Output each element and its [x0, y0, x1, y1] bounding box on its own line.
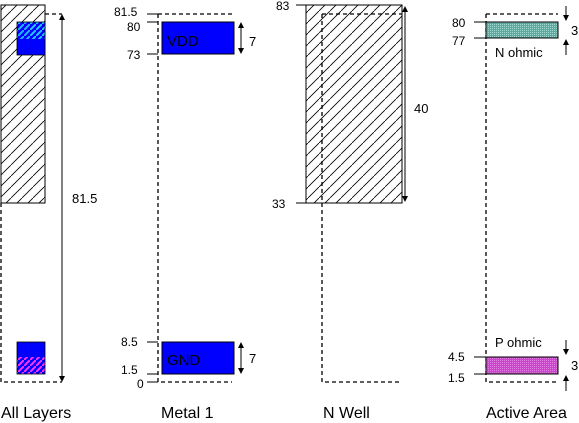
all-n-ohmic-edge [17, 22, 45, 39]
metal1-vdd-label: VDD [167, 33, 199, 50]
metal1-tick-8-5: 8.5 [121, 335, 138, 349]
panel-nwell: 83 33 40 N Well [272, 0, 428, 422]
metal1-tick-80: 80 [127, 20, 141, 34]
active-p-ohmic-label: P ohmic [495, 335, 542, 350]
metal1-vdd-height: 7 [249, 34, 256, 49]
metal1-tick-73: 73 [127, 48, 141, 62]
nwell-height: 40 [414, 101, 428, 116]
all-height-label: 81.5 [72, 191, 97, 206]
nwell-tick-83: 83 [276, 0, 290, 13]
all-cell-outline [0, 13, 62, 383]
active-p-height: 3 [571, 358, 578, 373]
nwell-region [305, 4, 403, 204]
nwell-tick-33: 33 [272, 197, 286, 211]
panel-all-layers: 81.5 All Layers [0, 4, 97, 422]
active-tick-80: 80 [452, 16, 466, 30]
active-n-height: 3 [571, 23, 578, 38]
caption-metal1: Metal 1 [161, 405, 214, 422]
panel-metal1: 81.5 80 73 8.5 1.5 0 VDD GND 7 7 Metal 1 [114, 5, 256, 422]
metal1-gnd-rail [161, 341, 235, 375]
metal1-tick-0: 0 [137, 377, 144, 391]
active-tick-1-5: 1.5 [448, 371, 465, 385]
metal1-vdd-rail [161, 21, 235, 55]
metal1-tick-1-5: 1.5 [121, 363, 138, 377]
active-tick-4-5: 4.5 [448, 350, 465, 364]
metal1-tick-81-5: 81.5 [114, 5, 138, 19]
active-p-ohmic [485, 356, 559, 375]
active-n-ohmic-label: N ohmic [495, 45, 543, 60]
caption-nwell: N Well [323, 405, 370, 422]
active-n-ohmic [485, 21, 559, 39]
all-p-ohmic [17, 357, 45, 374]
panel-active-area: 80 77 4.5 1.5 N ohmic P ohmic 3 3 Active… [448, 6, 578, 422]
metal1-gnd-label: GND [167, 352, 201, 369]
active-tick-77: 77 [452, 34, 466, 48]
caption-all-layers: All Layers [1, 405, 71, 422]
metal1-gnd-height: 7 [249, 351, 256, 366]
caption-active-area: Active Area [486, 405, 567, 422]
